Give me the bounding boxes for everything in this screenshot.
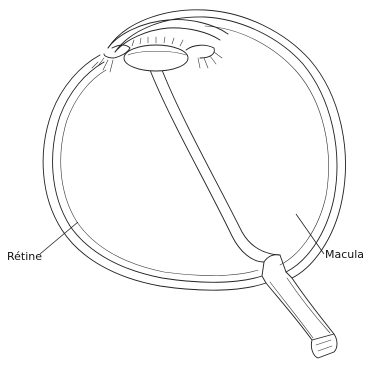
- central-vessel: [150, 70, 280, 262]
- macula-leader-line: [296, 214, 324, 254]
- lens: [124, 45, 188, 71]
- optic-nerve: [262, 255, 337, 358]
- eyeball-outer-wall: [43, 10, 345, 290]
- retine-leader-line: [40, 222, 78, 254]
- macula-label: Macula: [325, 249, 364, 260]
- retine-label: Rétine: [7, 251, 42, 262]
